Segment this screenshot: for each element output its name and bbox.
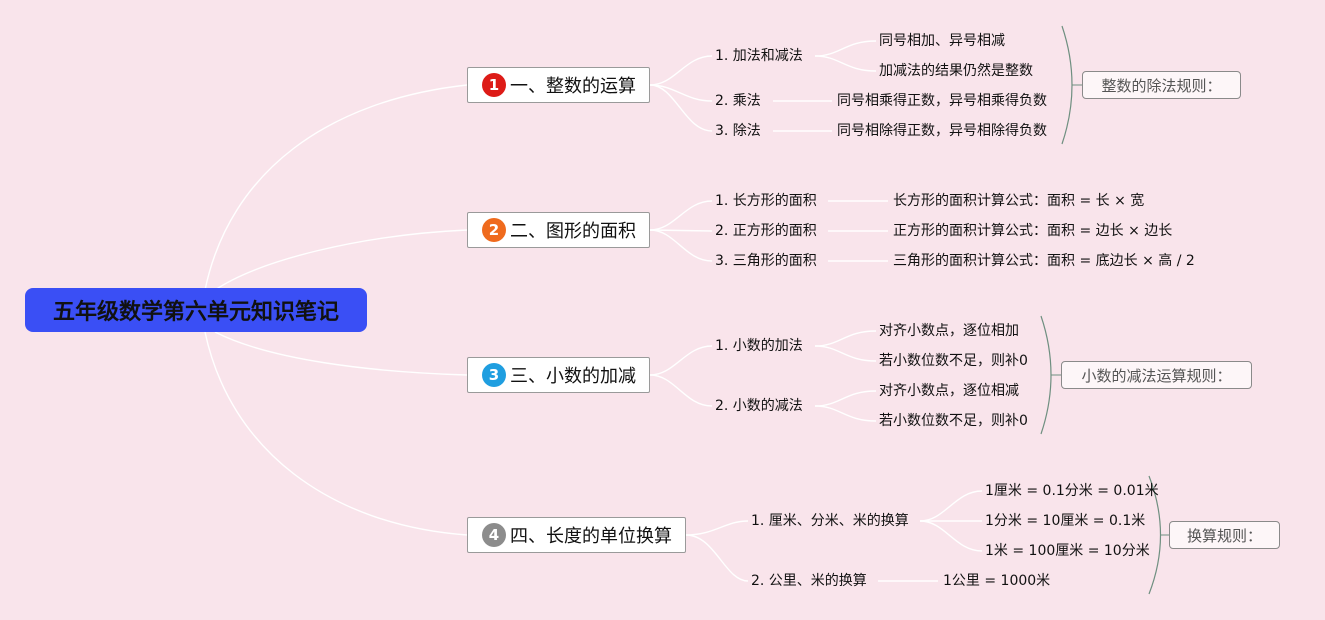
central-topic[interactable]: 五年级数学第六单元知识笔记 (25, 288, 367, 332)
item-square-formula[interactable]: 正方形的面积计算公式：面积 = 边长 × 边长 (893, 223, 1173, 239)
number-badge-1: 1 (482, 73, 506, 97)
item-km-conversion[interactable]: 1公里 = 1000米 (943, 573, 1051, 589)
summary-bracket-1 (1061, 25, 1073, 145)
topic-label: 一、整数的运算 (510, 76, 636, 97)
subtopic-decimal-addition[interactable]: 1. 小数的加法 (715, 338, 803, 354)
topic-integer-operations[interactable]: 1 一、整数的运算 (467, 67, 650, 103)
summary-conversion-rules[interactable]: 换算规则： (1169, 521, 1280, 549)
topic-label: 三、小数的加减 (510, 366, 636, 387)
item-same-sign-add[interactable]: 同号相加、异号相减 (879, 33, 1005, 49)
connector-root-topic3 (214, 331, 468, 376)
item-multiplication-rule[interactable]: 同号相乘得正数，异号相乘得负数 (837, 93, 1047, 109)
central-topic-label: 五年级数学第六单元知识笔记 (52, 300, 339, 325)
item-pad-zero-add[interactable]: 若小数位数不足，则补0 (879, 353, 1028, 369)
item-division-rule[interactable]: 同号相除得正数，异号相除得负数 (837, 123, 1047, 139)
subtopic-decimal-subtraction[interactable]: 2. 小数的减法 (715, 398, 803, 414)
subtopic-add-sub[interactable]: 1. 加法和减法 (715, 48, 803, 64)
summary-label: 小数的减法运算规则： (1081, 366, 1232, 385)
subtopic-division[interactable]: 3. 除法 (715, 123, 761, 139)
subtopic-square-area[interactable]: 2. 正方形的面积 (715, 223, 817, 239)
topic-label: 二、图形的面积 (510, 221, 636, 242)
number-badge-4: 4 (482, 523, 506, 547)
summary-integer-division[interactable]: 整数的除法规则： (1082, 71, 1241, 99)
summary-label: 整数的除法规则： (1101, 76, 1222, 95)
item-result-integer[interactable]: 加减法的结果仍然是整数 (879, 63, 1033, 79)
item-m-conversion[interactable]: 1米 = 100厘米 = 10分米 (985, 543, 1150, 559)
subtopic-km-m[interactable]: 2. 公里、米的换算 (751, 573, 867, 589)
connector-root-topic2 (214, 229, 468, 291)
item-rectangle-formula[interactable]: 长方形的面积计算公式：面积 = 长 × 宽 (893, 193, 1145, 209)
connector-root-topic1 (204, 84, 468, 291)
item-pad-zero-sub[interactable]: 若小数位数不足，则补0 (879, 413, 1028, 429)
subtopic-multiplication[interactable]: 2. 乘法 (715, 93, 761, 109)
topic-shape-area[interactable]: 2 二、图形的面积 (467, 212, 650, 248)
topic-label: 四、长度的单位换算 (510, 526, 672, 547)
item-cm-conversion[interactable]: 1厘米 = 0.1分米 = 0.01米 (985, 483, 1159, 499)
topic-length-conversion[interactable]: 4 四、长度的单位换算 (467, 517, 686, 553)
item-triangle-formula[interactable]: 三角形的面积计算公式：面积 = 底边长 × 高 / 2 (893, 253, 1195, 269)
summary-decimal-subtraction[interactable]: 小数的减法运算规则： (1061, 361, 1252, 389)
summary-bracket-3 (1040, 315, 1052, 435)
connector-root-topic4 (204, 331, 468, 536)
subtopic-triangle-area[interactable]: 3. 三角形的面积 (715, 253, 817, 269)
number-badge-2: 2 (482, 218, 506, 242)
topic-decimal-add-sub[interactable]: 3 三、小数的加减 (467, 357, 650, 393)
item-dm-conversion[interactable]: 1分米 = 10厘米 = 0.1米 (985, 513, 1146, 529)
number-badge-3: 3 (482, 363, 506, 387)
subtopic-rectangle-area[interactable]: 1. 长方形的面积 (715, 193, 817, 209)
item-align-sub[interactable]: 对齐小数点，逐位相减 (879, 383, 1019, 399)
summary-label: 换算规则： (1186, 526, 1262, 545)
item-align-add[interactable]: 对齐小数点，逐位相加 (879, 323, 1019, 339)
subtopic-cm-dm-m[interactable]: 1. 厘米、分米、米的换算 (751, 513, 909, 529)
